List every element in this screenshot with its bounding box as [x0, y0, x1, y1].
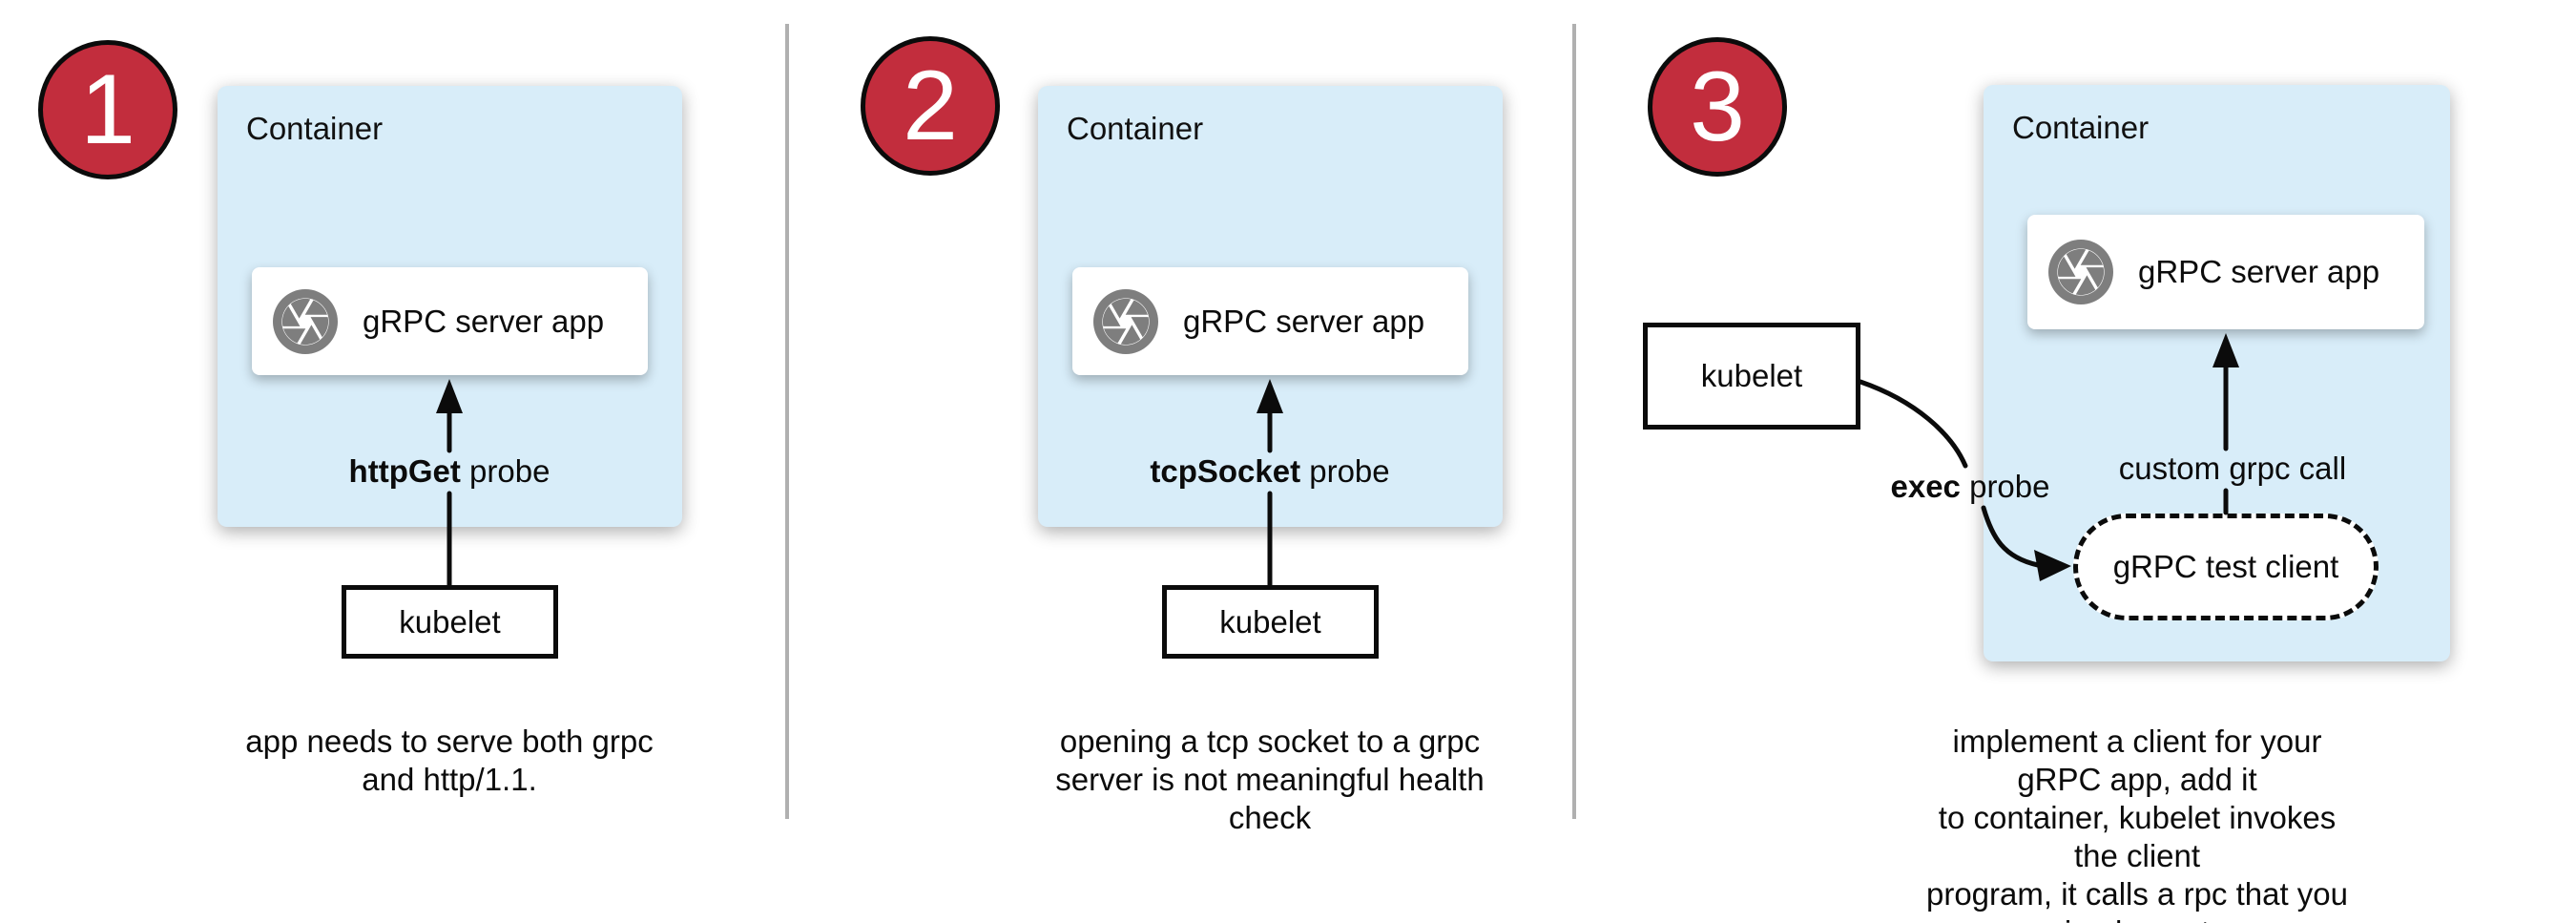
aperture-icon [273, 288, 338, 354]
aperture-icon [2048, 240, 2113, 304]
custom-grpc-call-label: custom grpc call [2118, 451, 2347, 486]
exec-arrow-segment-a [1858, 379, 1968, 469]
container-label: Container [1067, 111, 1204, 146]
kubelet-box-3: kubelet [1643, 323, 1860, 430]
aperture-icon [1093, 288, 1158, 354]
step-badge-1: 1 [38, 40, 177, 179]
probe-keyword: httpGet [348, 453, 461, 489]
httpget-probe-label: httpGet probe [349, 453, 551, 490]
probe-rest: probe [1300, 453, 1390, 489]
kubelet-label: kubelet [399, 603, 501, 640]
grpc-server-app-box-3: gRPC server app [2027, 215, 2424, 329]
kubelet-label: kubelet [1219, 603, 1321, 640]
probe-keyword: exec [1890, 469, 1961, 504]
probe-keyword: tcpSocket [1150, 453, 1301, 489]
exec-probe-label: exec probe [1891, 469, 2050, 505]
kubelet-label: kubelet [1700, 358, 1803, 393]
panel-divider-1 [785, 24, 789, 819]
panel-caption-2: opening a tcp socket to a grpc server is… [1055, 724, 1485, 835]
grpc-server-app-label: gRPC server app [363, 303, 605, 339]
step-badge-3: 3 [1648, 37, 1787, 177]
kubelet-box-2: kubelet [1162, 585, 1379, 659]
container-label: Container [246, 111, 384, 146]
probe-rest: probe [1960, 469, 2050, 504]
panel-caption-1: app needs to serve both grpc and http/1.… [245, 724, 654, 797]
tcpsocket-probe-label: tcpSocket probe [1150, 453, 1389, 490]
step-badge-2: 2 [861, 36, 1000, 176]
grpc-server-app-label: gRPC server app [1183, 303, 1425, 339]
probe-rest: probe [460, 453, 551, 489]
container-label: Container [2012, 110, 2150, 145]
grpc-test-client-box: gRPC test client [2073, 514, 2379, 620]
grpc-test-client-label: gRPC test client [2112, 549, 2339, 584]
grpc-server-app-box-1: gRPC server app [252, 267, 648, 375]
panel-caption-3: implement a client for your gRPC app, ad… [1925, 724, 2349, 923]
kubelet-box-1: kubelet [342, 585, 558, 659]
grpc-server-app-box-2: gRPC server app [1072, 267, 1468, 375]
panel-divider-2 [1572, 24, 1576, 819]
grpc-server-app-label: gRPC server app [2138, 254, 2380, 289]
